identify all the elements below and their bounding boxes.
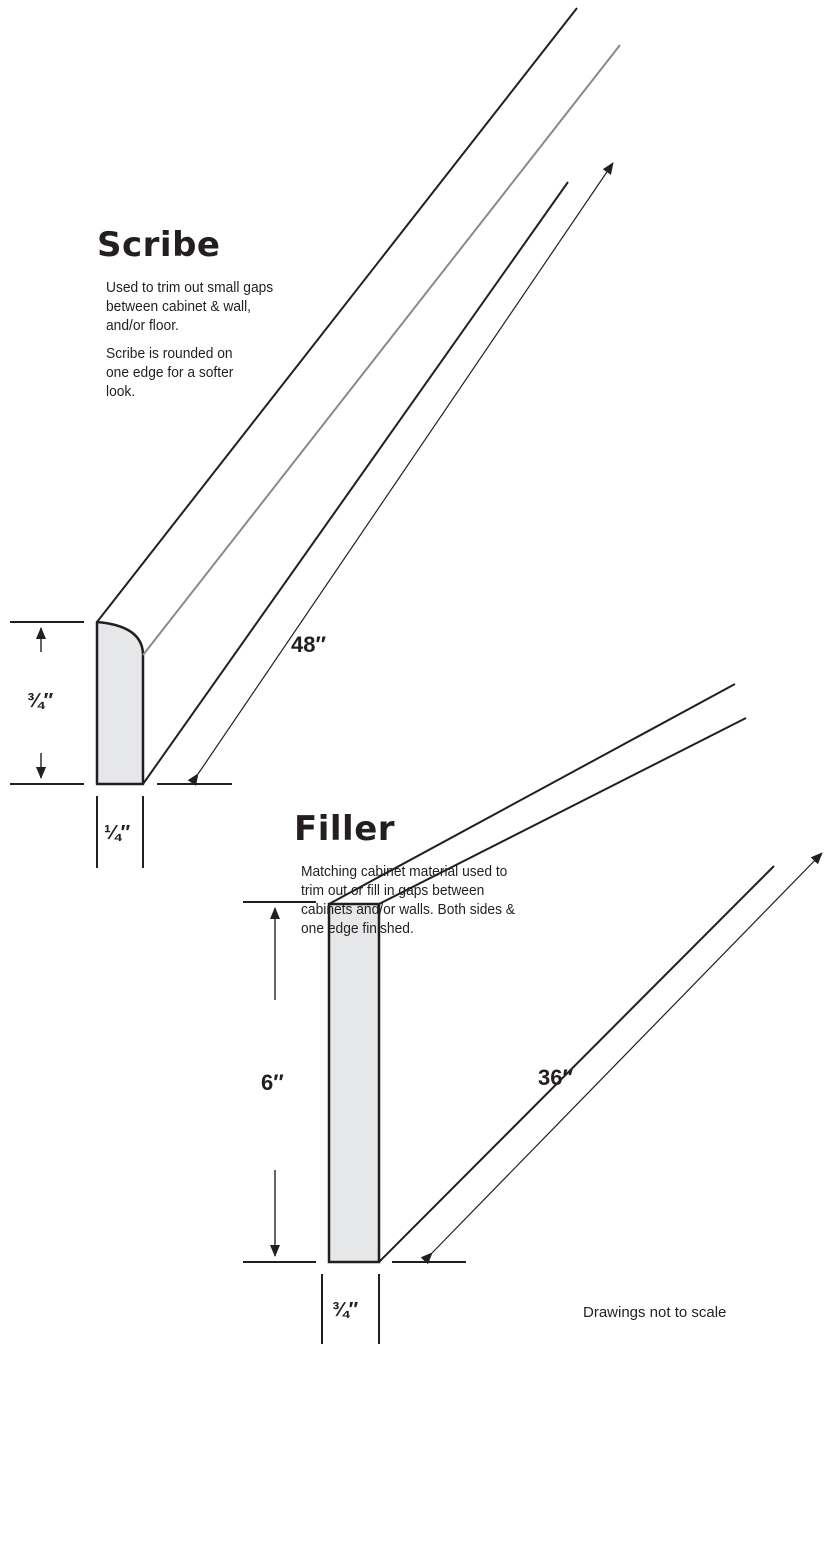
- filler-length-label: 36″: [538, 1065, 574, 1090]
- scribe-description-rounded: Scribe is rounded on one edge for a soft…: [106, 345, 234, 400]
- filler-end-face: [327, 902, 381, 1264]
- filler-height-label: 6″: [261, 1070, 284, 1096]
- scribe-drawing: [10, 7, 621, 868]
- scribe-length-label: 48″: [291, 632, 327, 657]
- filler-description: Matching cabinet material used to trim o…: [301, 862, 531, 947]
- scribe-description-usage: Used to trim out small gaps between cabi…: [106, 279, 274, 334]
- scribe-thickness-label: ¼″: [104, 822, 131, 844]
- filler-top-back-edge: [328, 683, 736, 905]
- scribe-length-arrow: [187, 162, 614, 786]
- filler-thickness-label: ¾″: [332, 1299, 359, 1321]
- filler-drawing: [243, 683, 823, 1344]
- scribe-description: Used to trim out small gaps between cabi…: [106, 278, 281, 410]
- scribe-end-face: [95, 620, 145, 786]
- scribe-title: Scribe: [97, 225, 221, 265]
- filler-title: Filler: [294, 809, 396, 849]
- filler-length-arrow: [420, 852, 823, 1265]
- scribe-height-label: ¾″: [26, 689, 55, 713]
- not-to-scale-note: Drawings not to scale: [583, 1304, 727, 1321]
- filler-description-text: Matching cabinet material used to trim o…: [301, 863, 516, 937]
